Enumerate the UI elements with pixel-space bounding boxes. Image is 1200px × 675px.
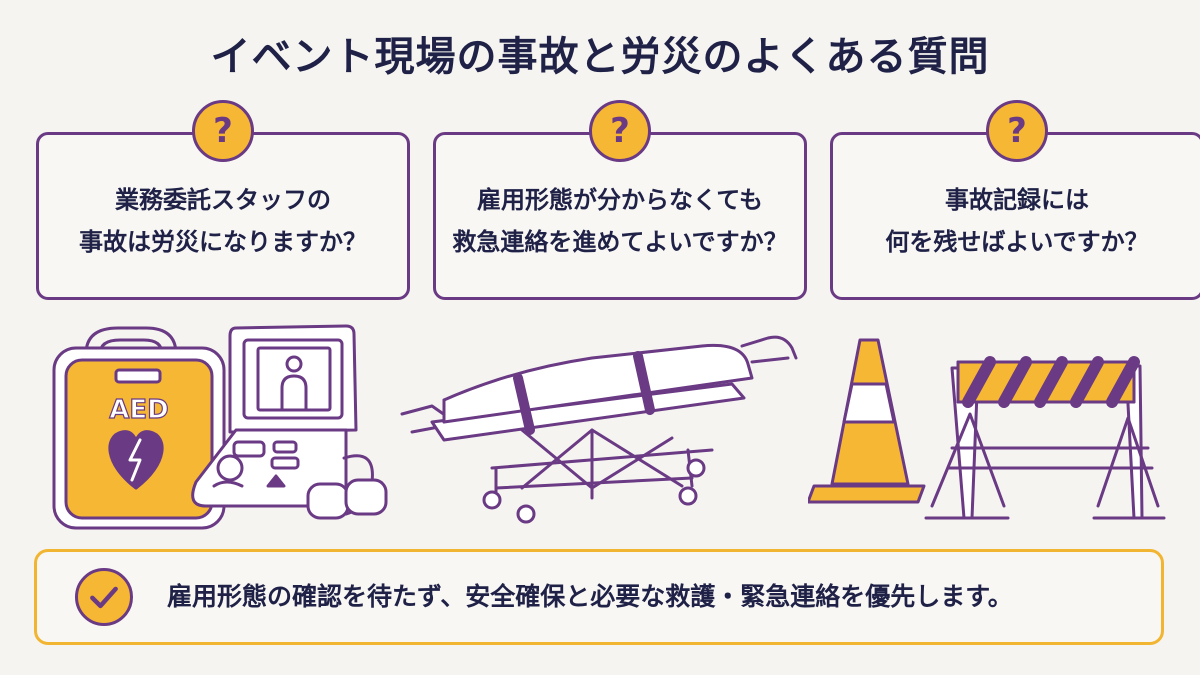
question-2-line-1: 雇用形態が分からなくても	[476, 186, 764, 214]
page-title: イベント現場の事故と労災のよくある質問	[210, 34, 990, 80]
check-icon	[75, 568, 133, 626]
question-mark-icon: ?	[589, 100, 651, 162]
answer-box: 雇用形態の確認を待たず、安全確保と必要な救護・緊急連絡を優先します。	[34, 549, 1164, 645]
answer-text: 雇用形態の確認を待たず、安全確保と必要な救護・緊急連絡を優先します。	[167, 582, 1013, 611]
question-3-line-1: 事故記録には	[945, 186, 1089, 214]
question-2-line-2: 救急連絡を進めてよいですか？	[452, 228, 788, 256]
aed-label: AED	[109, 395, 168, 425]
question-mark-icon: ?	[986, 100, 1048, 162]
aed-illustration: AED	[52, 324, 388, 530]
cone-barricade-illustration	[808, 338, 1166, 520]
question-3-line-2: 何を残せばよいですか？	[885, 228, 1149, 256]
stretcher-illustration	[400, 335, 798, 524]
question-mark-icon: ?	[192, 100, 254, 162]
question-1-line-1: 業務委託スタッフの	[115, 186, 331, 214]
question-1-line-2: 事故は労災になりますか？	[79, 228, 367, 256]
